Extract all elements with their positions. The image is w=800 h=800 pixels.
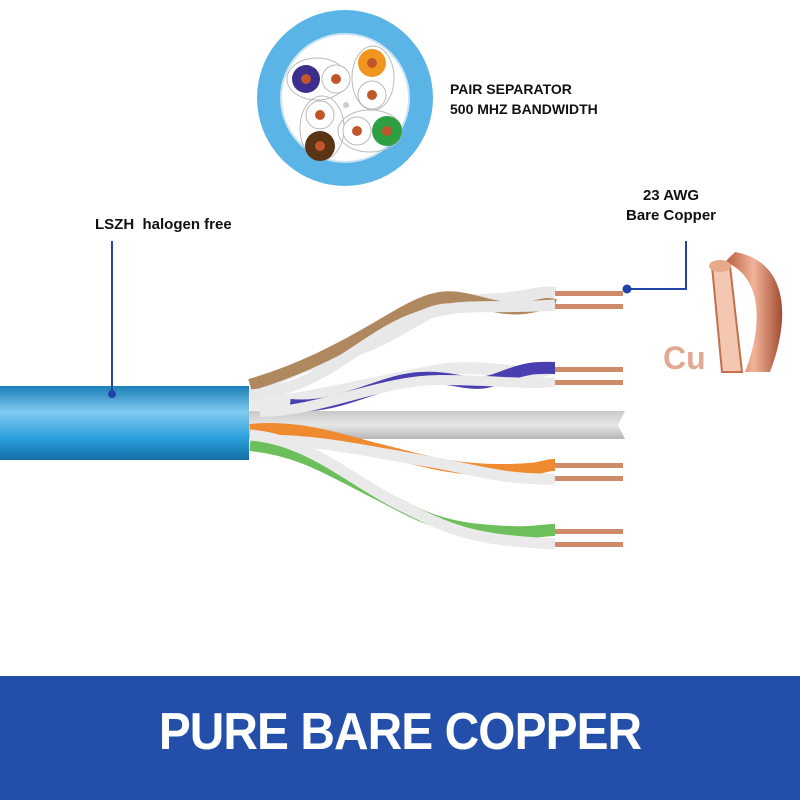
pair-separator-label: PAIR SEPARATOR 500 MHZ BANDWIDTH [450,79,598,119]
copper-conductors [555,291,623,547]
cable-jacket [0,386,249,460]
copper-strand-icon [709,252,783,373]
awg-gauge-text: 23 AWG [642,187,700,204]
bottom-banner: PURE BARE COPPER [0,676,800,800]
bare-copper-text: Bare Copper [626,207,717,224]
cu-symbol: Cu [663,340,706,376]
awg-callout-line [627,241,687,290]
pair-separator-spline [245,411,625,439]
bandwidth-line: 500 MHZ BANDWIDTH [450,101,598,117]
banner-title: PURE BARE COPPER [158,703,642,761]
separator-line-1: PAIR SEPARATOR [450,81,572,97]
conductor-callout: 23 AWG Bare Copper [626,186,716,226]
jacket-callout: LSZH halogen free [95,216,232,233]
twisted-pairs [246,286,557,550]
cross-section [257,10,433,186]
